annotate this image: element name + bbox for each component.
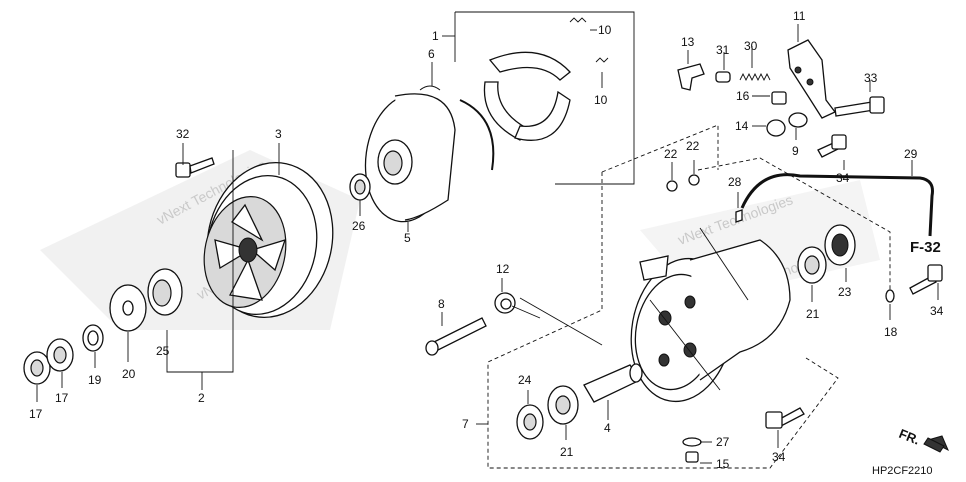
callout-31: 31 <box>716 43 730 57</box>
callout-5: 5 <box>404 231 411 245</box>
callout-9: 9 <box>792 144 799 158</box>
callout-25: 25 <box>156 344 170 358</box>
callout-12: 12 <box>496 262 510 276</box>
callout-14: 14 <box>735 119 749 133</box>
callout-15: 15 <box>716 457 730 471</box>
brake-drum-assembly <box>349 11 635 232</box>
hub-assembly <box>425 124 943 469</box>
callout-30: 30 <box>744 39 758 53</box>
reference-label: F-32 <box>910 239 941 256</box>
callout-13: 13 <box>681 35 695 49</box>
brake-arm-assembly <box>677 24 885 170</box>
callout-3: 3 <box>275 127 282 141</box>
front-direction-arrow: FR. <box>897 426 949 453</box>
diagram-code: HP2CF2210 <box>872 465 933 477</box>
callout-10b: 10 <box>594 93 608 107</box>
callout-1: 1 <box>432 29 439 43</box>
callout-34b: 34 <box>930 304 944 318</box>
callout-34a: 34 <box>836 171 850 185</box>
callout-27: 27 <box>716 435 730 449</box>
callout-28: 28 <box>728 175 742 189</box>
callout-29: 29 <box>904 147 918 161</box>
callout-19: 19 <box>88 373 102 387</box>
callout-32: 32 <box>176 127 190 141</box>
callout-21b: 21 <box>806 307 820 321</box>
callout-7: 7 <box>462 417 469 431</box>
callout-11: 11 <box>793 9 806 23</box>
callout-20: 20 <box>122 367 136 381</box>
callout-23: 23 <box>838 285 852 299</box>
brake-panel-assembly <box>23 143 334 402</box>
callout-16: 16 <box>736 89 750 103</box>
callout-17b: 17 <box>55 391 69 405</box>
callout-18: 18 <box>884 325 898 339</box>
callout-17a: 17 <box>29 407 43 421</box>
callout-22a: 22 <box>664 147 678 161</box>
callout-21a: 21 <box>560 445 574 459</box>
callout-34c: 34 <box>772 450 786 464</box>
callout-10a: 10 <box>598 23 612 37</box>
direction-label: FR. <box>897 426 922 448</box>
callout-numbers: 1 2 3 4 5 6 7 8 9 10 10 11 12 13 14 15 1… <box>29 9 944 471</box>
callout-33: 33 <box>864 71 878 85</box>
callout-24: 24 <box>518 373 532 387</box>
callout-4: 4 <box>604 421 611 435</box>
callout-8: 8 <box>438 297 445 311</box>
callout-26: 26 <box>352 219 366 233</box>
callout-22b: 22 <box>686 139 700 153</box>
callout-2: 2 <box>198 391 205 405</box>
callout-6: 6 <box>428 47 435 61</box>
